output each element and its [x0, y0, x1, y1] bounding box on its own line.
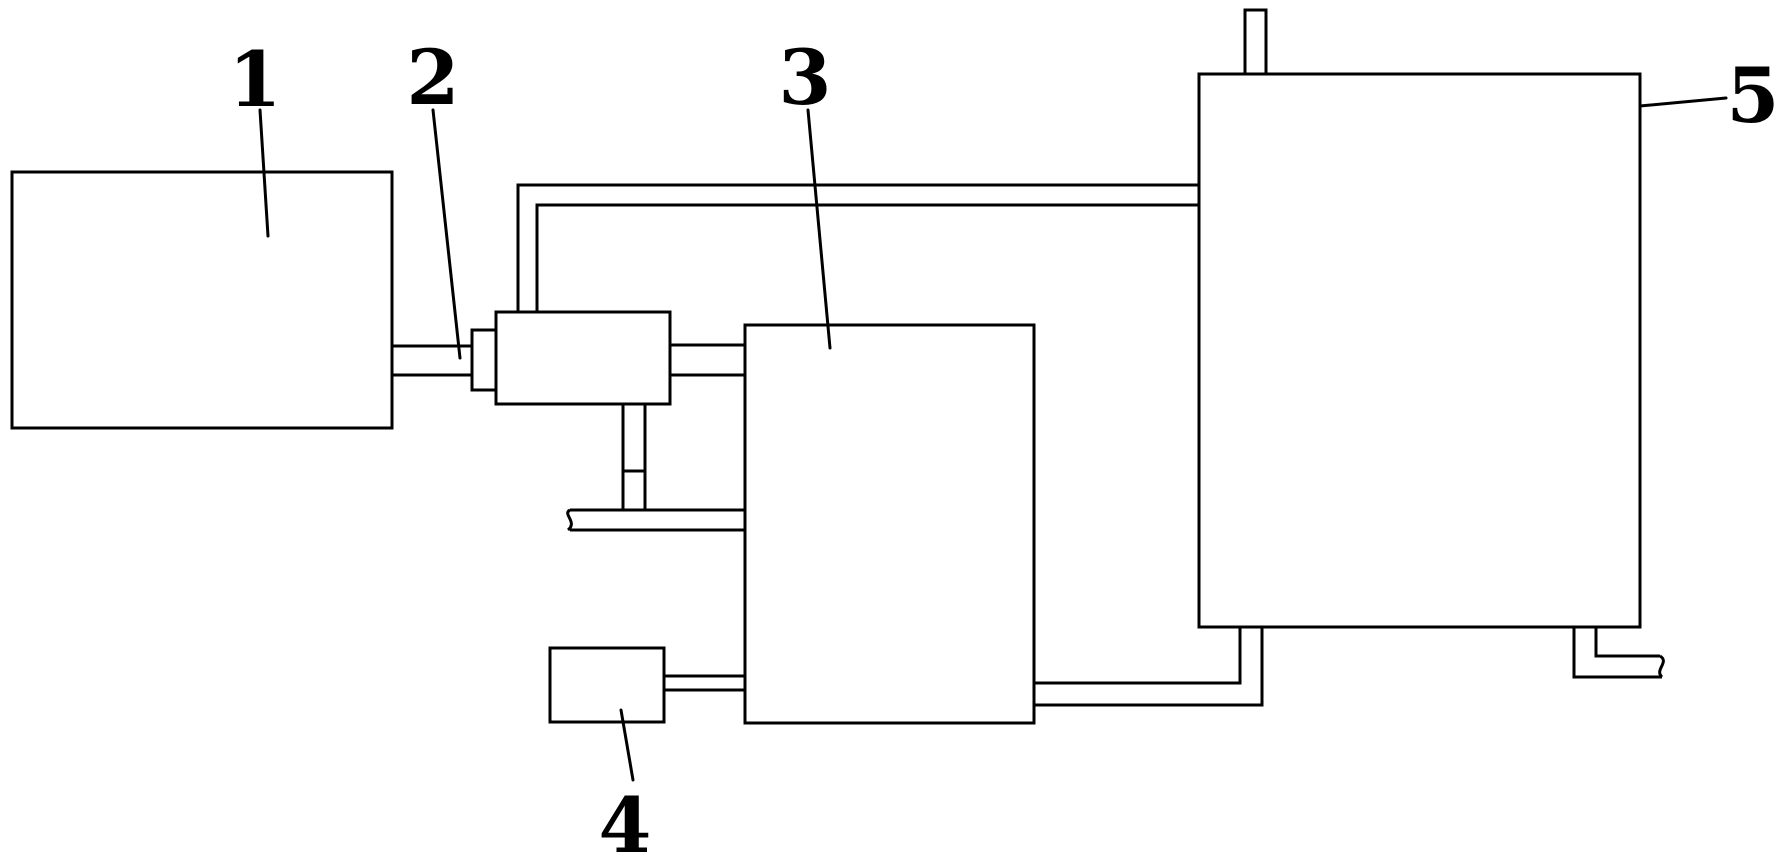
label-part-4: 4 — [599, 781, 652, 862]
label-part-3: 3 — [779, 33, 832, 122]
pipe-2-to-5 — [516, 183, 1199, 312]
part-5-box — [1197, 72, 1642, 629]
pipe-4-to-3 — [664, 674, 745, 692]
pipe-inlet-left — [570, 508, 745, 532]
pipe-2-down — [621, 404, 647, 510]
leader-2 — [431, 108, 462, 360]
leader-5 — [1638, 96, 1728, 108]
pipe-5-outlet — [1572, 627, 1662, 679]
part-4-box — [548, 646, 666, 724]
pipe-2-to-3 — [670, 343, 745, 377]
part-2-box — [494, 310, 672, 406]
pipe-5-top — [1243, 8, 1268, 74]
pipe-5-outlet-break — [1658, 654, 1665, 679]
leader-1 — [258, 108, 270, 238]
label-part-1: 1 — [229, 35, 282, 124]
pipe-inlet-left-break — [566, 508, 573, 532]
label-part-2: 2 — [407, 33, 460, 122]
leader-3 — [806, 108, 832, 350]
label-part-5: 5 — [1727, 51, 1777, 140]
part-1-box — [10, 170, 394, 430]
part-2-coupling — [470, 328, 498, 392]
pipe-3-to-5 — [1034, 627, 1264, 707]
leader-4 — [619, 708, 635, 782]
part-3-box — [743, 323, 1036, 725]
